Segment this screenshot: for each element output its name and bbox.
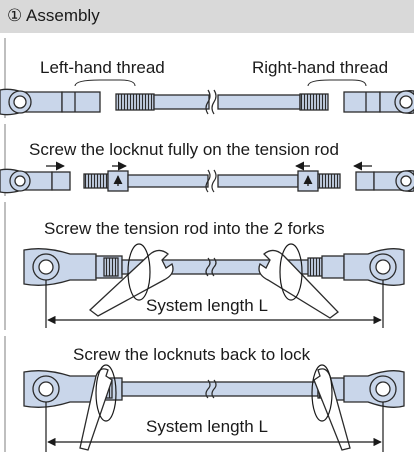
left-locknut xyxy=(103,257,119,277)
step2-title: Screw the locknut fully on the tension r… xyxy=(29,140,339,159)
tension-rod-left xyxy=(153,94,210,110)
tension-rod-right xyxy=(217,94,301,110)
step3-rotation-arrows xyxy=(127,243,303,301)
right-rod-end-eye xyxy=(355,170,414,192)
step4-rotation-arrows xyxy=(95,364,333,422)
step1-label-braces xyxy=(74,79,367,87)
right-locknut xyxy=(307,257,323,277)
step2-break-marks xyxy=(205,169,217,193)
right-rod-end-eye xyxy=(343,90,414,114)
left-thread xyxy=(83,173,109,189)
right-thread xyxy=(299,93,329,111)
tension-rod xyxy=(121,381,319,397)
tension-rod-left xyxy=(127,174,209,188)
left-rod-end-eye xyxy=(0,168,71,194)
left-thread-label: Left-hand thread xyxy=(40,58,165,77)
step4-dimension-label: System length L xyxy=(146,417,268,436)
step4-dimension-line xyxy=(45,402,384,452)
step1-break-marks xyxy=(205,89,217,115)
step3-dimension-line xyxy=(45,280,384,328)
step1-parts xyxy=(0,88,414,116)
left-wrench-icon xyxy=(88,249,174,317)
section-header: ① Assembly xyxy=(0,0,414,33)
tension-rod-right xyxy=(217,174,299,188)
right-thread-label: Right-hand thread xyxy=(252,58,388,77)
step4-break-marks xyxy=(205,379,217,399)
left-rod-end-eye xyxy=(0,88,101,116)
step3-title: Screw the tension rod into the 2 forks xyxy=(44,219,325,238)
step2-direction-arrows xyxy=(46,161,372,186)
right-wrench-icon xyxy=(258,249,339,319)
step4-title: Screw the locknuts back to lock xyxy=(73,345,311,364)
right-fork xyxy=(321,248,405,286)
right-fork xyxy=(321,370,405,408)
step3-break-marks xyxy=(205,257,217,277)
left-fork xyxy=(23,248,123,286)
step3-dimension-label: System length L xyxy=(146,296,268,315)
left-thread xyxy=(115,93,155,111)
step3-wrenches xyxy=(88,249,339,319)
section-title: ① Assembly xyxy=(7,6,100,25)
right-thread xyxy=(317,173,341,189)
